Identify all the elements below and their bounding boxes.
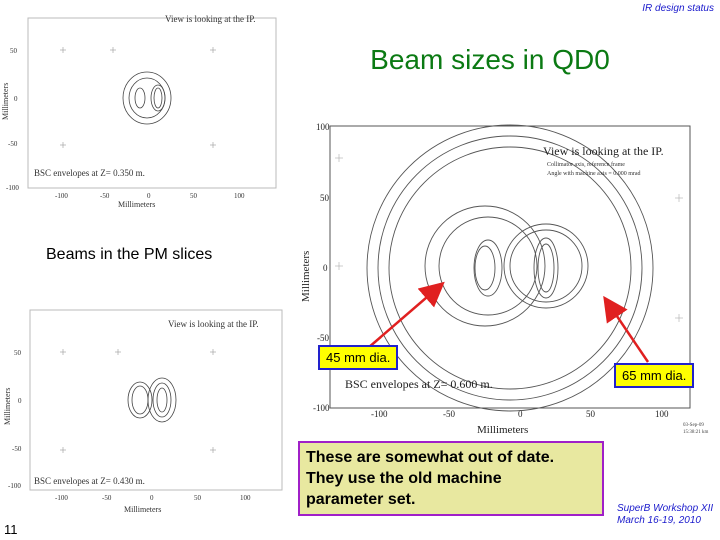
plot-stamp: 03-Sep-09	[683, 423, 704, 428]
footer: SuperB Workshop XII March 16-19, 2010	[617, 503, 713, 527]
header-tag: IR design status	[642, 3, 714, 14]
x-tick: 0	[150, 494, 154, 502]
y-tick: -100	[6, 184, 19, 192]
slide-number: 11	[4, 522, 18, 537]
plot-stamp: 15:38:21 km	[683, 430, 709, 435]
x-tick: 50	[190, 192, 198, 200]
y-tick: 0	[323, 263, 328, 273]
note-line: parameter set.	[306, 491, 416, 508]
footer-line: March 16-19, 2010	[617, 515, 701, 526]
x-tick: -100	[55, 494, 68, 502]
y-tick: 50	[10, 47, 18, 55]
envelope-text: BSC envelopes at Z= 0.600 m.	[345, 377, 493, 391]
x-axis-label: Millimeters	[124, 505, 161, 514]
note-box: These are somewhat out of date. They use…	[298, 441, 604, 516]
x-tick: -100	[55, 192, 68, 200]
x-axis-label: Millimeters	[477, 424, 528, 436]
x-tick: -50	[100, 192, 110, 200]
plot-subheading: Angle with machine axis = 0.000 mrad	[547, 171, 641, 177]
y-tick: 50	[14, 349, 22, 357]
x-tick: 100	[240, 494, 251, 502]
y-axis-label: Millimeters	[3, 388, 12, 425]
x-tick: 100	[234, 192, 245, 200]
plot-subheading: Collimator axis, reference frame	[547, 161, 625, 168]
y-tick: -50	[8, 140, 18, 148]
plot-top-left: View is looking at the IP. BSC envelopes…	[1, 14, 277, 209]
y-tick: -100	[8, 482, 21, 490]
y-tick: -50	[317, 333, 329, 343]
x-axis-label: Millimeters	[118, 200, 155, 209]
y-axis-label: Millimeters	[300, 251, 312, 302]
x-tick: -100	[371, 409, 388, 419]
plot-heading: View is looking at the IP.	[165, 14, 255, 24]
plot-heading: View is looking at the IP.	[543, 144, 664, 158]
envelope-text: BSC envelopes at Z= 0.430 m.	[34, 476, 145, 486]
slide-title: Beam sizes in QD0	[370, 44, 610, 75]
beam-envelopes	[122, 71, 172, 125]
note-line: These are somewhat out of date.	[306, 449, 555, 466]
plot-heading: View is looking at the IP.	[168, 319, 258, 329]
y-axis-label: Millimeters	[1, 83, 10, 120]
callout-45mm: 45 mm dia.	[318, 345, 399, 370]
x-tick: 0	[147, 192, 151, 200]
x-tick: 0	[518, 409, 523, 419]
beam-envelopes	[127, 377, 177, 423]
y-tick: 100	[316, 122, 330, 132]
x-tick: 100	[655, 409, 669, 419]
y-tick: 0	[14, 95, 18, 103]
x-tick: 50	[194, 494, 202, 502]
beams-label: Beams in the PM slices	[46, 246, 213, 263]
y-tick: 50	[320, 193, 330, 203]
y-tick: -100	[313, 403, 330, 413]
x-tick: -50	[443, 409, 455, 419]
x-tick: 50	[586, 409, 596, 419]
plot-frame	[29, 309, 283, 491]
plot-main: View is looking at the IP. Collimator ax…	[300, 122, 709, 436]
plot-frame	[27, 17, 277, 189]
note-line: They use the old machine	[306, 470, 502, 487]
y-tick: 0	[18, 397, 22, 405]
x-tick: -50	[102, 494, 112, 502]
envelope-text: BSC envelopes at Z= 0.350 m.	[34, 168, 145, 178]
plot-bottom-left: View is looking at the IP. BSC envelopes…	[3, 309, 283, 514]
beam-envelopes	[366, 124, 654, 412]
y-tick: -50	[12, 445, 22, 453]
footer-line: SuperB Workshop XII	[617, 503, 714, 514]
callout-65mm: 65 mm dia.	[614, 363, 695, 388]
plot-frame	[329, 125, 691, 409]
